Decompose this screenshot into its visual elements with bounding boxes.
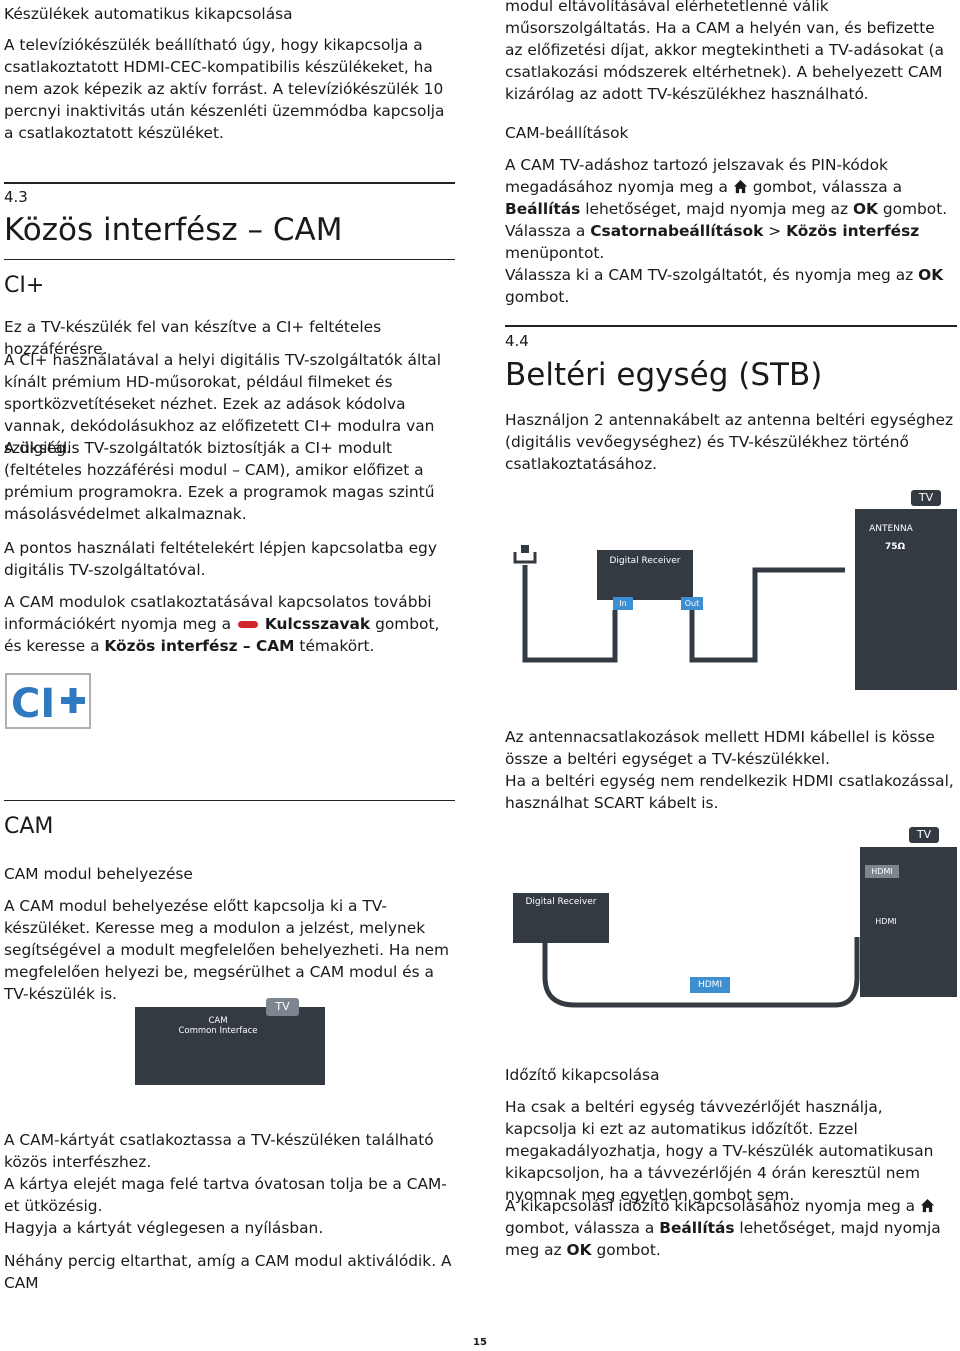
stb-section-title: Beltéri egység (STB) bbox=[505, 357, 823, 393]
hdmi-port-2: HDMI bbox=[869, 915, 903, 928]
section-divider bbox=[4, 182, 455, 184]
antenna-diagram: TV ANTENNA 75Ω Digital Receiver In Out bbox=[505, 490, 957, 690]
subsection-divider bbox=[4, 259, 455, 260]
cam-paragraph-2b: A kártya elejét maga felé tartva óvatosa… bbox=[4, 1175, 447, 1215]
keywords-key-icon bbox=[237, 621, 258, 628]
cam-settings-text: A CAM TV-adáshoz tartozó jelszavak és PI… bbox=[505, 156, 948, 306]
out-port-label: Out bbox=[681, 597, 703, 610]
ci-plus-heading: CI+ bbox=[4, 273, 45, 298]
receiver-label: Digital Receiver bbox=[525, 897, 597, 907]
keywords-link[interactable]: Kulcsszavak bbox=[264, 615, 371, 633]
home-icon bbox=[920, 1198, 935, 1213]
ci-paragraph-2: A CI+ használatával a helyi digitális TV… bbox=[4, 351, 441, 457]
ok-key: OK bbox=[852, 200, 878, 218]
stb-paragraph-2b: Ha a beltéri egység nem rendelkezik HDMI… bbox=[505, 772, 954, 812]
hdmi-diagram: TV HDMI HDMI Digital Receiver HDMI bbox=[505, 827, 957, 1017]
cam-paragraph-2a: A CAM-kártyát csatlakoztassa a TV-készül… bbox=[4, 1131, 434, 1171]
tv-panel bbox=[855, 509, 957, 690]
auto-off-title: Készülékek automatikus kikapcsolása bbox=[4, 5, 293, 23]
svg-text:CI: CI bbox=[11, 681, 55, 727]
cam-paragraph-3: Néhány percig eltarthat, amíg a CAM modu… bbox=[4, 1252, 452, 1292]
receiver-box bbox=[513, 893, 609, 943]
hdmi-cable-icon bbox=[542, 937, 860, 1008]
settings-link[interactable]: Beállítás bbox=[659, 1219, 735, 1237]
hdmi-cable-label: HDMI bbox=[690, 977, 730, 993]
home-icon bbox=[733, 179, 748, 194]
cam-continued-text: modul eltávolításával elérhetetlenné vál… bbox=[505, 0, 944, 103]
cam-slot-diagram: TV CAM Common Interface bbox=[135, 998, 325, 1088]
hdmi-port-1: HDMI bbox=[865, 865, 899, 878]
ci-paragraph-1: Ez a TV-készülék fel van készítve a CI+ … bbox=[4, 318, 382, 358]
timer-title: Időzítő kikapcsolása bbox=[505, 1066, 660, 1084]
antenna-value: 75Ω bbox=[885, 542, 906, 552]
channel-settings-link[interactable]: Csatornabeállítások bbox=[590, 222, 764, 240]
cam-heading: CAM bbox=[4, 814, 54, 839]
cam-divider bbox=[4, 800, 455, 801]
ci-paragraph-3: A digitális TV-szolgáltatók biztosítják … bbox=[4, 439, 435, 523]
ok-key-2: OK bbox=[918, 266, 944, 284]
in-port-label: In bbox=[613, 597, 633, 610]
tv-label: TV bbox=[909, 827, 939, 843]
ok-key: OK bbox=[566, 1241, 592, 1259]
timer-paragraph-2: A kikapcsolási időzítő kikapcsolásához n… bbox=[505, 1197, 941, 1259]
section-number: 4.3 bbox=[4, 188, 28, 206]
cam-insert-title: CAM modul behelyezése bbox=[4, 865, 193, 883]
auto-off-text: A televíziókészülék beállítható úgy, hog… bbox=[4, 36, 445, 142]
tv-label: TV bbox=[266, 998, 299, 1016]
antenna-cables-icon bbox=[513, 545, 845, 663]
stb-section-number: 4.4 bbox=[505, 332, 529, 350]
cam-paragraph-2c: Hagyja a kártyát véglegesen a nyílásban. bbox=[4, 1219, 324, 1237]
antenna-label: ANTENNA bbox=[869, 524, 913, 534]
common-interface-link[interactable]: Közös interfész bbox=[786, 222, 920, 240]
timer-paragraph-1: Ha csak a beltéri egység távvezérlőjét h… bbox=[505, 1098, 934, 1204]
stb-section-divider bbox=[505, 325, 957, 327]
stb-paragraph-1: Használjon 2 antennakábelt az antenna be… bbox=[505, 411, 954, 473]
ci-plus-logo-icon: CI bbox=[5, 673, 91, 729]
tv-label: TV bbox=[911, 490, 941, 506]
stb-paragraph-2a: Az antennacsatlakozások mellett HDMI káb… bbox=[505, 728, 935, 768]
tv-panel bbox=[135, 1007, 325, 1085]
section-title: Közös interfész – CAM bbox=[4, 212, 343, 248]
settings-link[interactable]: Beállítás bbox=[505, 200, 581, 218]
receiver-box bbox=[597, 550, 693, 600]
ci-paragraph-4: A pontos használati feltételekért lépjen… bbox=[4, 539, 437, 579]
cam-insert-text: A CAM modul behelyezése előtt kapcsolja … bbox=[4, 897, 449, 1003]
page-number: 15 bbox=[473, 1337, 487, 1348]
cam-settings-title: CAM-beállítások bbox=[505, 124, 629, 142]
ci-slot-label: CAM Common Interface bbox=[178, 1016, 258, 1036]
ci-paragraph-5: A CAM modulok csatlakoztatásával kapcsol… bbox=[4, 593, 440, 655]
receiver-label: Digital Receiver bbox=[609, 556, 681, 566]
topic-link[interactable]: Közös interfész – CAM bbox=[104, 637, 295, 655]
